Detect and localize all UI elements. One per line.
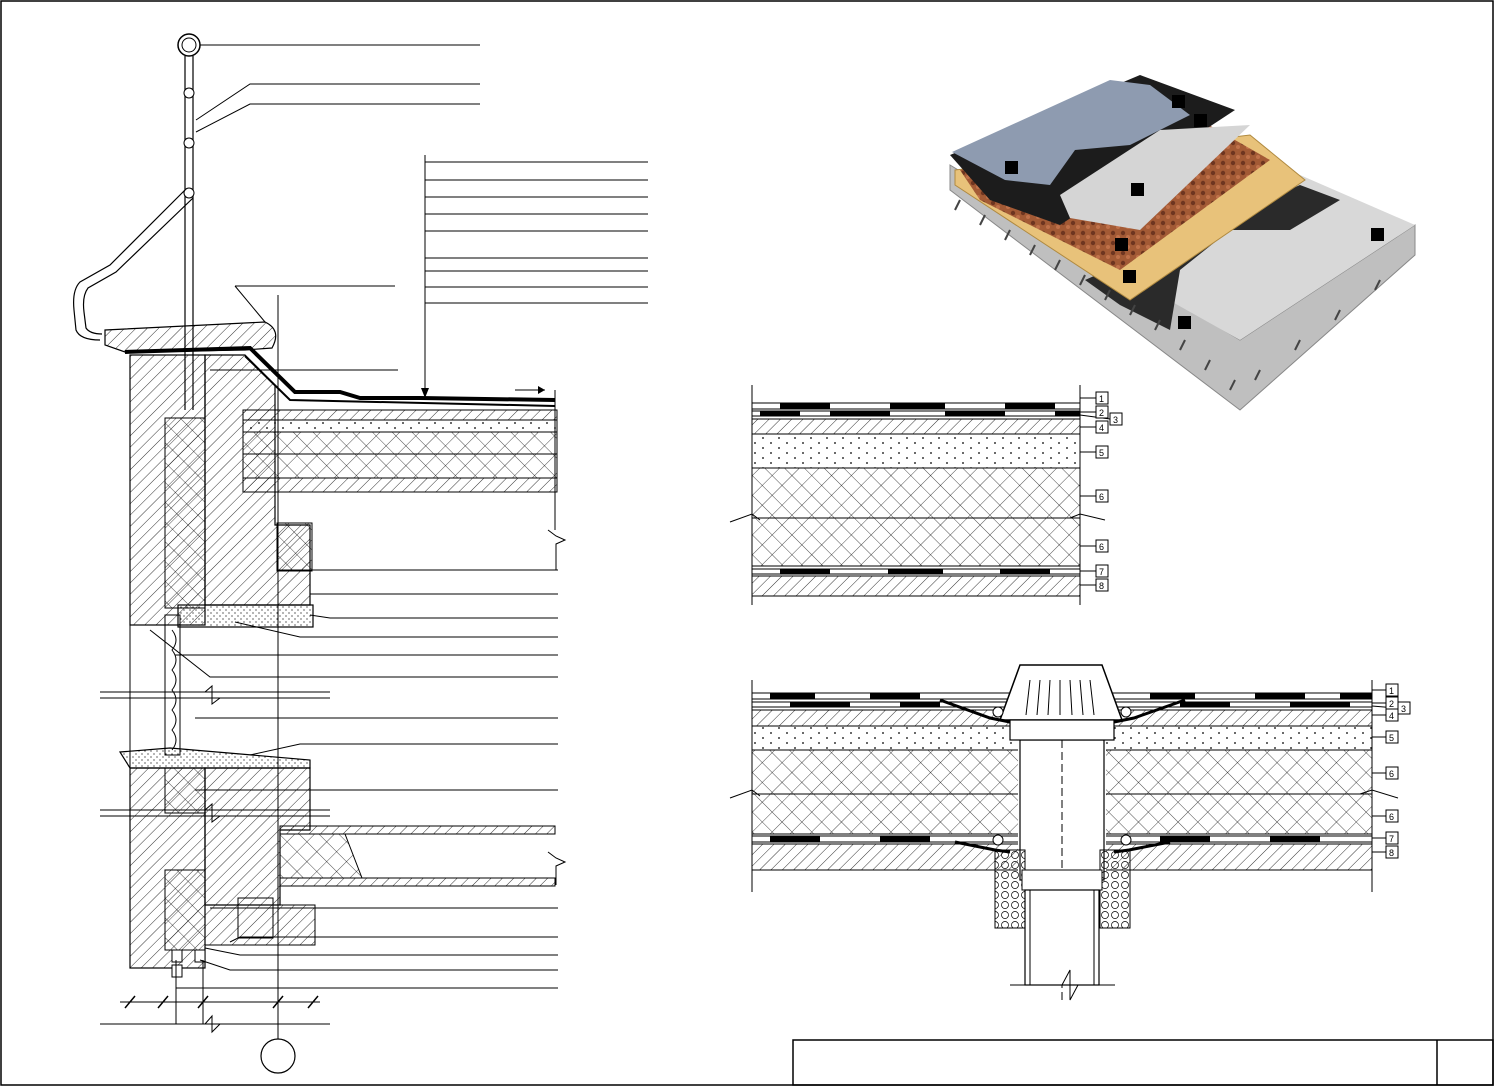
layer-tag: 4 [1099,423,1104,433]
isometric-roof-view [949,75,1416,411]
title-block [792,1039,1494,1086]
layer-section-a: 1 2 3 4 5 6 6 7 8 [729,385,1123,605]
layer-tag: 2 [1099,408,1104,418]
layer-tag: 6 [1389,769,1394,779]
parapet-detail [73,33,648,1074]
layer-tag: 4 [1389,711,1394,721]
railing-top-tube [177,33,201,57]
layer-tag: 7 [1099,567,1104,577]
layer-tag: 8 [1389,848,1394,858]
layer-tag: 8 [1099,581,1104,591]
layer-tag: 1 [1389,686,1394,696]
layer-tag: 6 [1389,812,1394,822]
layer-tag: 6 [1099,542,1104,552]
wall-insulation [164,417,206,609]
layer-tag: 3 [1401,704,1406,714]
layer-tag: 5 [1389,733,1394,743]
layer-tag: 1 [1099,394,1104,404]
roof-drain-section: 1 2 3 4 5 6 6 7 8 [729,664,1411,1001]
layer-tag: 6 [1099,492,1104,502]
section-marker [260,1038,296,1074]
layer-tag: 2 [1389,699,1394,709]
layer-tag: 3 [1113,415,1118,425]
layer-tag: 5 [1099,448,1104,458]
layer-tag: 7 [1389,834,1394,844]
